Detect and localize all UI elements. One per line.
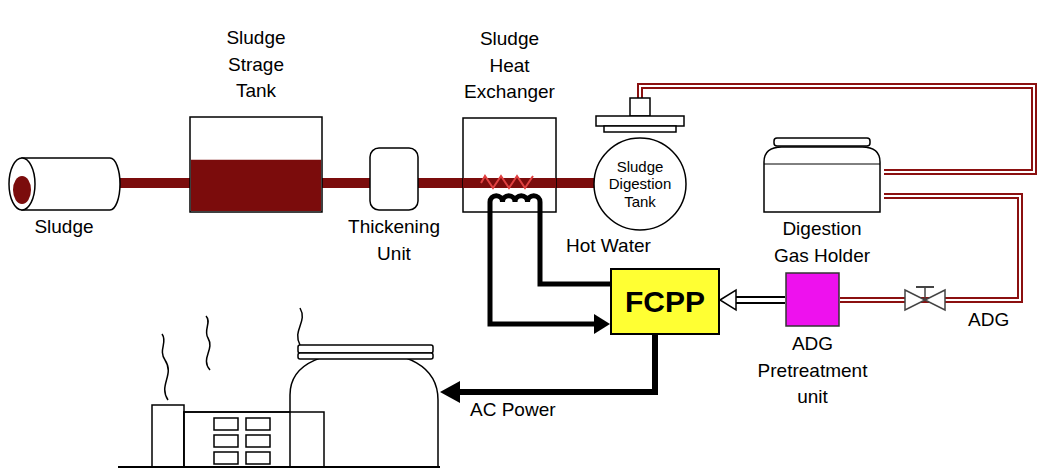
storage-tank: Sludge Strage Tank (190, 117, 322, 212)
sludge-pipe-line (418, 183, 463, 184)
node-label: Digestion Gas Holder (766, 216, 878, 269)
node-label: Sludge Strage Tank (226, 25, 285, 105)
gas-feed-arrow (720, 290, 785, 310)
node-label: Thickening Unit (348, 214, 440, 267)
edge-label: Hot Water (566, 234, 651, 259)
power-arrow (440, 335, 655, 403)
node-shape (8, 158, 120, 210)
node-shape (785, 272, 840, 327)
node-label: Sludge (34, 214, 93, 241)
gas-holder: Digestion Gas Holder (760, 138, 884, 212)
fuel-cell-plant: FCPP (610, 268, 720, 335)
heat-exchanger: Sludge Heat Exchanger (463, 118, 556, 212)
node-label: Sludge Heat Exchanger (464, 26, 555, 106)
sludge-pipe: Sludge (8, 158, 120, 210)
node-shape (370, 148, 418, 210)
free-label: AC Power (470, 398, 556, 423)
edge-label: ADG (968, 308, 1009, 333)
valve-symbol (905, 287, 945, 310)
sludge-pipe-line (556, 183, 594, 184)
sludge-pipe-line (322, 183, 370, 184)
node-shape (760, 138, 884, 212)
digestion-tank: Sludge Digestion Tank (594, 98, 686, 231)
node-label: FCPP (625, 281, 705, 323)
node-label: ADG Pretreatment unit (758, 331, 868, 411)
sludge-pipe-line (120, 183, 190, 184)
hot-water-line (490, 212, 610, 334)
thickening-unit: Thickening Unit (370, 148, 418, 210)
node-label: Sludge Digestion Tank (609, 158, 672, 210)
node-shape (190, 117, 322, 212)
pretreatment-unit: ADG Pretreatment unit (785, 272, 840, 327)
node-shape (463, 118, 556, 212)
factory-illustration (118, 308, 440, 467)
